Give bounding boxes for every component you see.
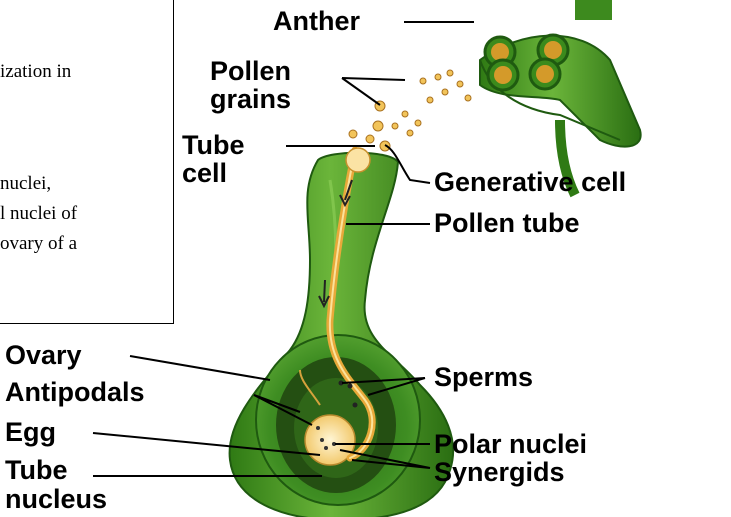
label-pollen-grains-1: Pollen xyxy=(210,56,291,86)
label-polar-nuclei: Polar nuclei xyxy=(434,429,587,459)
label-tube-nucleus-1: Tube xyxy=(5,455,68,485)
label-tube-nucleus-2: nucleus xyxy=(5,484,107,514)
label-synergids: Synergids xyxy=(434,457,565,487)
label-antipodals: Antipodals xyxy=(5,377,145,407)
anther-structure xyxy=(480,0,641,195)
label-anther: Anther xyxy=(273,6,360,36)
label-egg: Egg xyxy=(5,417,56,447)
label-generative-cell: Generative cell xyxy=(434,167,626,197)
pollen-grains-dots xyxy=(349,70,471,143)
label-tube-cell-1: Tube xyxy=(182,130,245,160)
label-tube-cell-2: cell xyxy=(182,158,227,188)
label-pollen-grains-2: grains xyxy=(210,84,291,114)
label-pollen-tube: Pollen tube xyxy=(434,208,580,238)
label-sperms: Sperms xyxy=(434,362,533,392)
label-ovary: Ovary xyxy=(5,340,82,370)
